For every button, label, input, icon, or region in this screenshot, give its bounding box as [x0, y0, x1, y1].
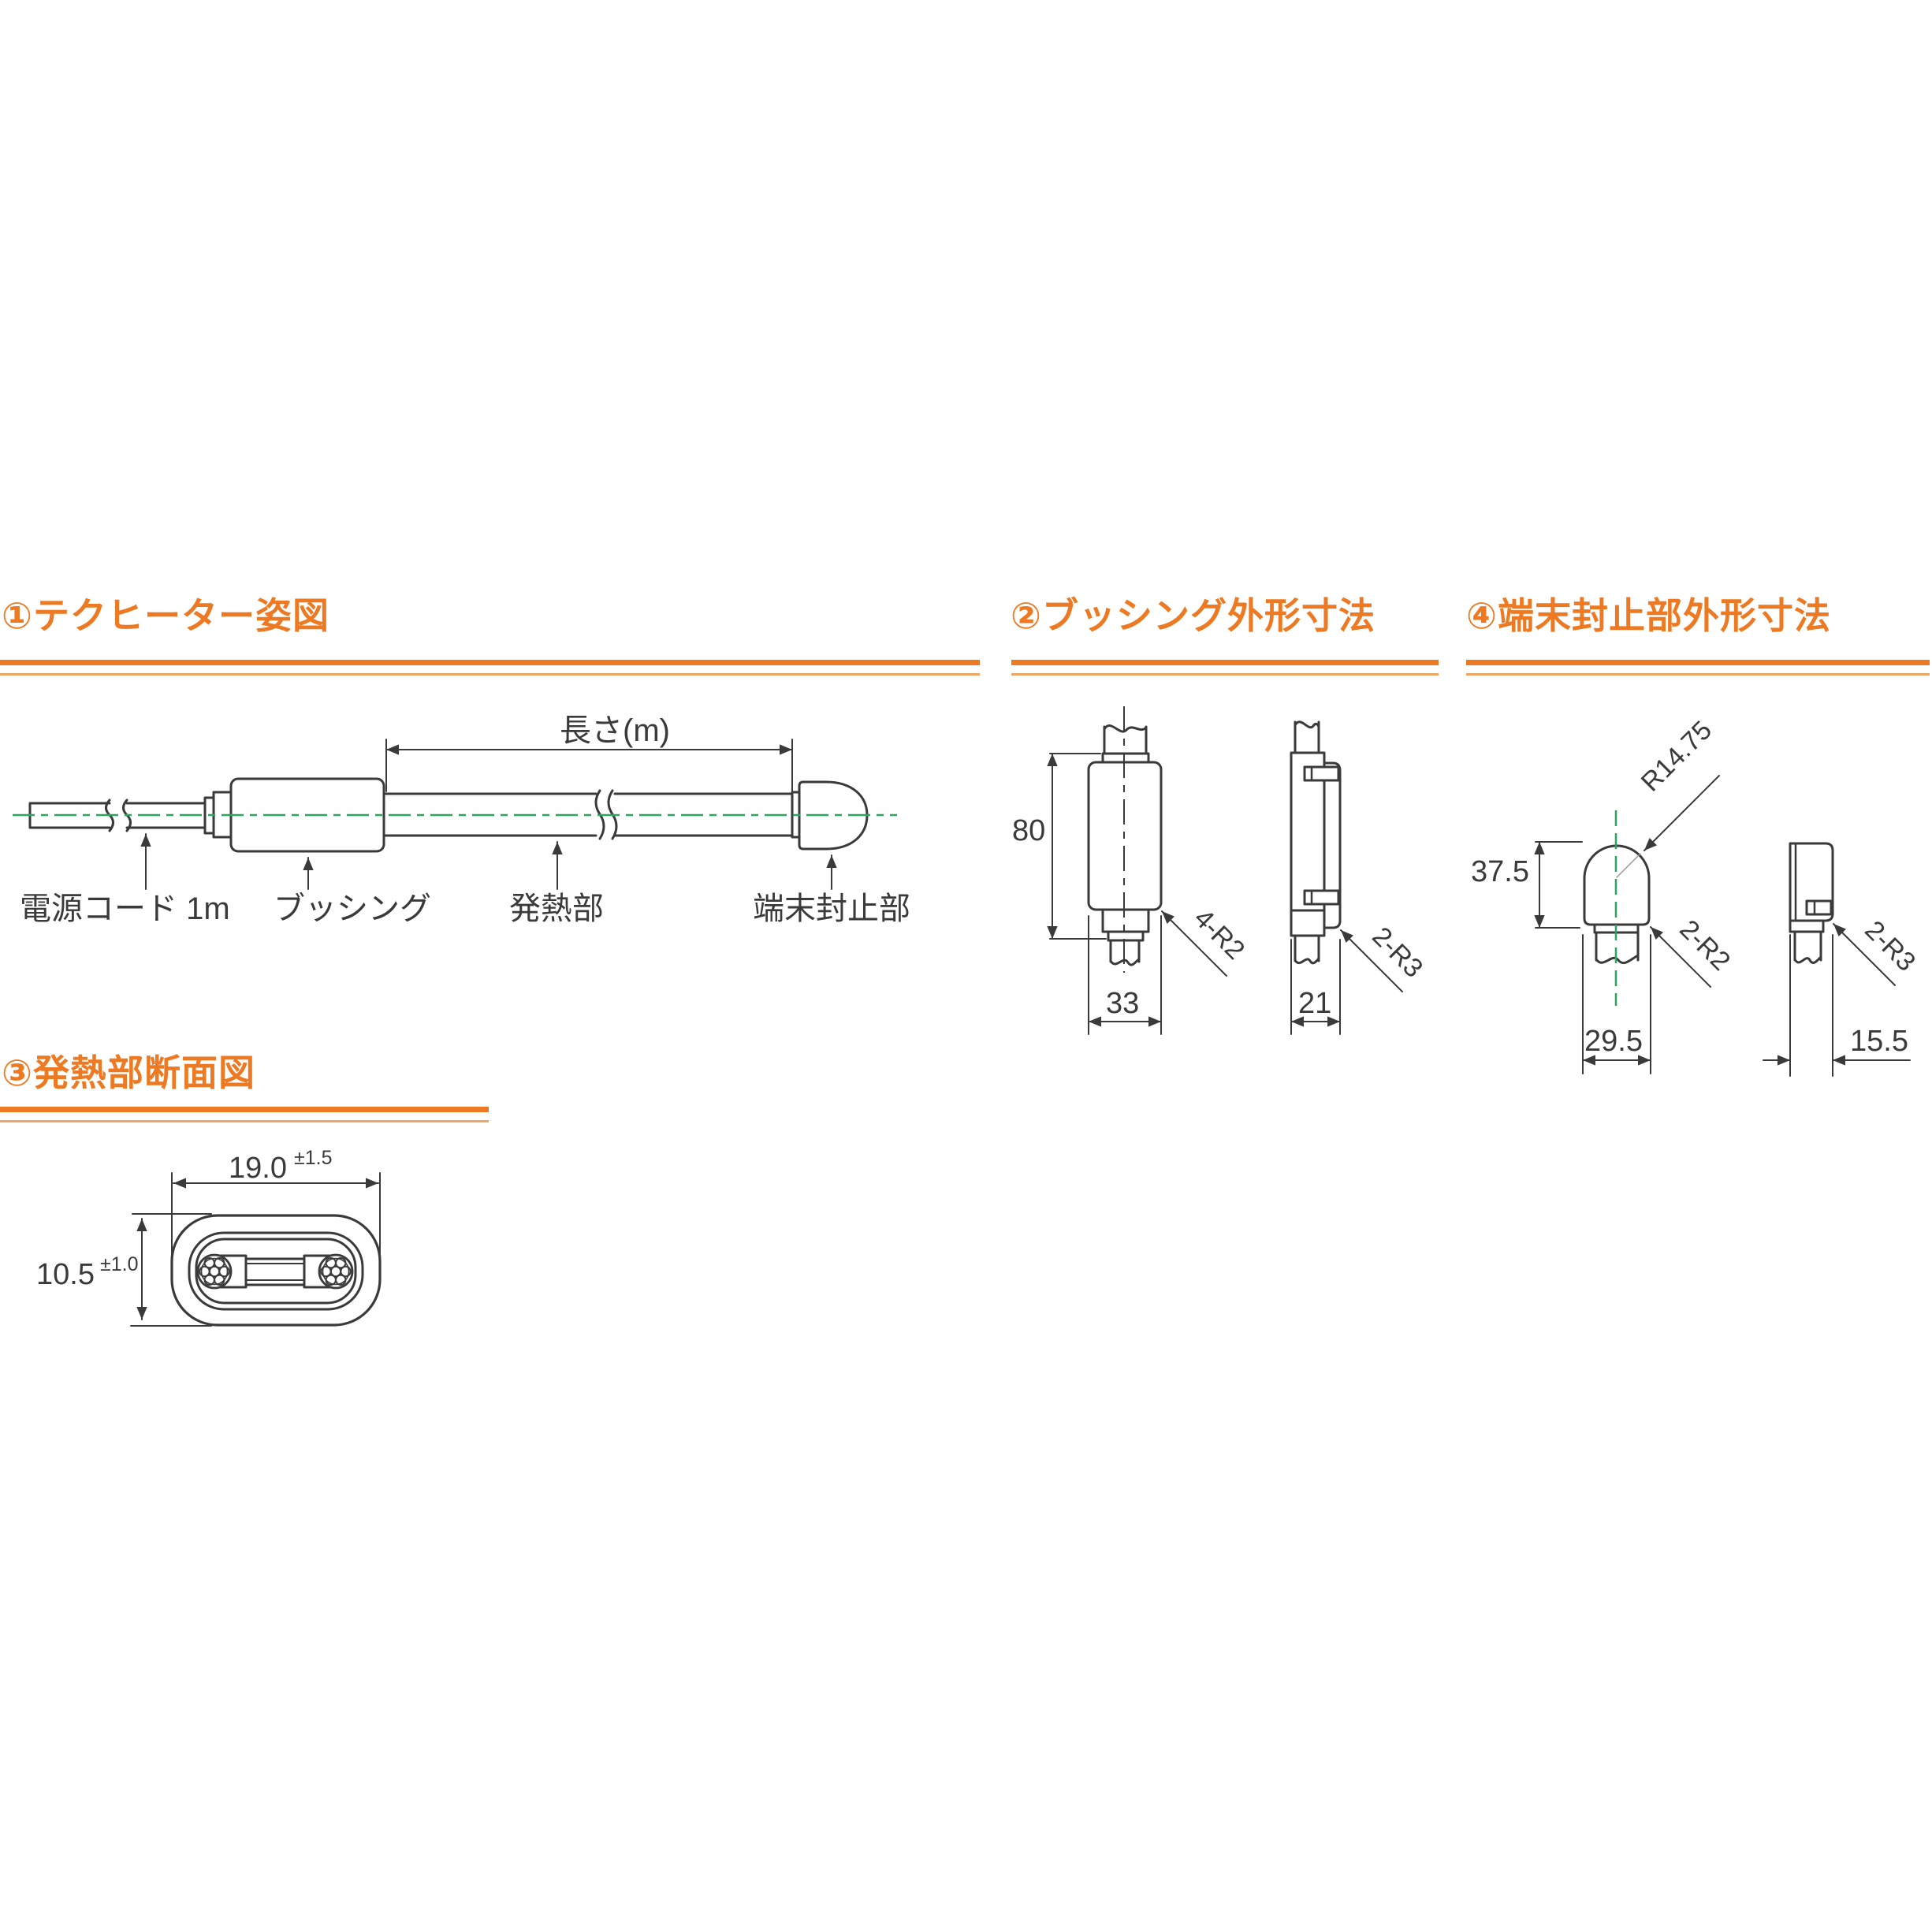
seal-height-value: 37.5 — [1471, 855, 1529, 888]
section3-rule-thick — [0, 1107, 489, 1112]
cs-height-tolerance: ±1.0 — [100, 1253, 138, 1275]
section4-rule-thin — [1466, 673, 1930, 676]
side-clip-bottom — [1303, 889, 1340, 906]
power-cord-segment2 — [125, 802, 207, 829]
power-cord-label: 電源コード 1m — [20, 892, 230, 926]
section4-title: ④端末封止部外形寸法 — [1466, 595, 1831, 636]
section1-rule-thick — [0, 660, 980, 665]
seal-side-tube — [1793, 930, 1822, 962]
seal-side-lip — [1789, 919, 1825, 933]
front-collar — [1101, 752, 1150, 764]
cs-width-tolerance: ±1.5 — [294, 1147, 332, 1169]
front-step2 — [1107, 930, 1145, 942]
side-pipe-bottom-break — [1294, 957, 1320, 965]
dim33-ext — [1088, 915, 1162, 1035]
section3-title: ③発熱部断面図 — [2, 1052, 255, 1093]
seal-front-corner-leader — [1650, 926, 1711, 988]
front-pipe-top-break — [1103, 724, 1148, 733]
side-pipe-top-break — [1294, 720, 1320, 729]
section4-rule-thick — [1466, 660, 1930, 665]
seal-side-corner-value: 2-R3 — [1859, 915, 1921, 977]
cross-section-drawing — [130, 1172, 382, 1327]
seal-side-clip — [1805, 899, 1833, 916]
section2-rule-thick — [1011, 660, 1439, 665]
cs-mid-wall — [188, 1231, 364, 1311]
seal-front-corner-value: 2-R2 — [1673, 914, 1736, 977]
section2-rule-thin — [1011, 673, 1439, 676]
seal-tube-break — [1595, 954, 1640, 965]
seal-side-width-value: 15.5 — [1850, 1025, 1908, 1058]
cs-width-value: 19.0 — [229, 1152, 287, 1185]
bushing-side-corner-value: 2-R3 — [1366, 921, 1428, 984]
cs-wire-bundle-left — [196, 1253, 233, 1290]
cap-radius-leader — [1644, 775, 1720, 851]
dim19-ext — [171, 1172, 381, 1268]
dim155-ext — [1789, 934, 1833, 1077]
section1-title: ①テクヒーター姿図 — [2, 595, 329, 636]
seal-cap-radius-value: R14.75 — [1636, 715, 1718, 797]
section1-rule-thin — [0, 673, 980, 676]
length-label: 長さ(m) — [560, 713, 670, 748]
seal-side-corner-leader — [1833, 923, 1896, 986]
bushing-front-width-value: 33 — [1106, 987, 1139, 1020]
bushing-front-corner-value: 4-R2 — [1188, 903, 1250, 966]
terminal-seal-label: 端末封止部 — [753, 892, 910, 926]
side-clip-top — [1303, 765, 1340, 782]
seal-front-width-value: 29.5 — [1584, 1025, 1643, 1058]
front-pipe-bottom-break — [1109, 958, 1141, 966]
section2-title: ②ブッシング外形寸法 — [1011, 595, 1375, 636]
bushing-side-view — [1290, 720, 1403, 1035]
seal-radius-line — [1616, 853, 1641, 878]
bushing-label: ブッシング — [274, 892, 431, 926]
section3-rule-thin — [0, 1120, 489, 1122]
heating-part-label: 発熱部 — [509, 892, 604, 926]
side-pipe-bottom — [1294, 934, 1320, 962]
cs-inner-wall — [195, 1238, 357, 1305]
dim295-ext — [1582, 934, 1651, 1074]
front-corner-leader — [1161, 910, 1227, 977]
bushing-height-value: 80 — [1012, 814, 1045, 847]
terminal-seal-side-view — [1763, 842, 1911, 1077]
seal-side-tube-break — [1793, 955, 1822, 964]
bushing-side-width-value: 21 — [1298, 987, 1331, 1020]
front-pipe-top — [1103, 725, 1148, 755]
seal-tube — [1595, 931, 1640, 962]
side-corner-leader — [1340, 929, 1403, 992]
front-step1 — [1101, 908, 1150, 933]
heating-tube — [382, 792, 794, 837]
cs-height-value: 10.5 — [36, 1258, 95, 1291]
cs-wire-bundle-right — [318, 1253, 354, 1290]
side-right-panel — [1323, 761, 1342, 929]
